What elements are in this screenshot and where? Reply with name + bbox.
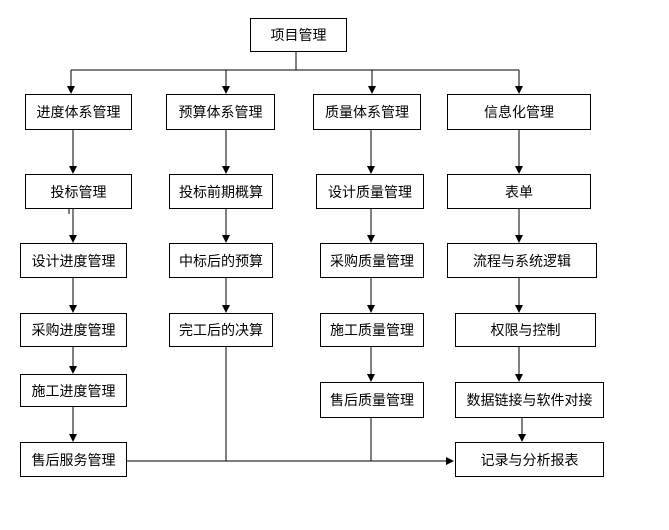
node-info-reports: 记录与分析报表 [455,442,604,477]
node-root: 项目管理 [250,18,347,52]
node-quality-design: 设计质量管理 [316,174,424,209]
node-info-forms: 表单 [447,174,591,209]
node-budget-final: 完工后的决算 [169,313,273,347]
node-schedule-procurement: 采购进度管理 [20,313,127,347]
node-header-schedule: 进度体系管理 [25,94,132,130]
node-info-permissions: 权限与控制 [455,313,596,347]
node-budget-award: 中标后的预算 [169,243,273,278]
node-schedule-bidding: 投标管理 [25,174,132,209]
node-quality-procurement: 采购质量管理 [320,243,424,278]
node-quality-construction: 施工质量管理 [320,313,424,347]
node-schedule-construction: 施工进度管理 [20,374,127,407]
node-info-data-integration: 数据链接与软件对接 [455,382,604,418]
node-schedule-aftersales: 售后服务管理 [20,442,127,477]
node-info-workflow: 流程与系统逻辑 [447,243,597,278]
node-header-budget: 预算体系管理 [166,94,275,130]
node-header-informatization: 信息化管理 [447,94,591,130]
node-budget-estimate: 投标前期概算 [169,174,273,209]
node-schedule-design: 设计进度管理 [20,243,127,278]
node-header-quality: 质量体系管理 [313,94,421,130]
node-quality-aftersales: 售后质量管理 [320,382,424,418]
